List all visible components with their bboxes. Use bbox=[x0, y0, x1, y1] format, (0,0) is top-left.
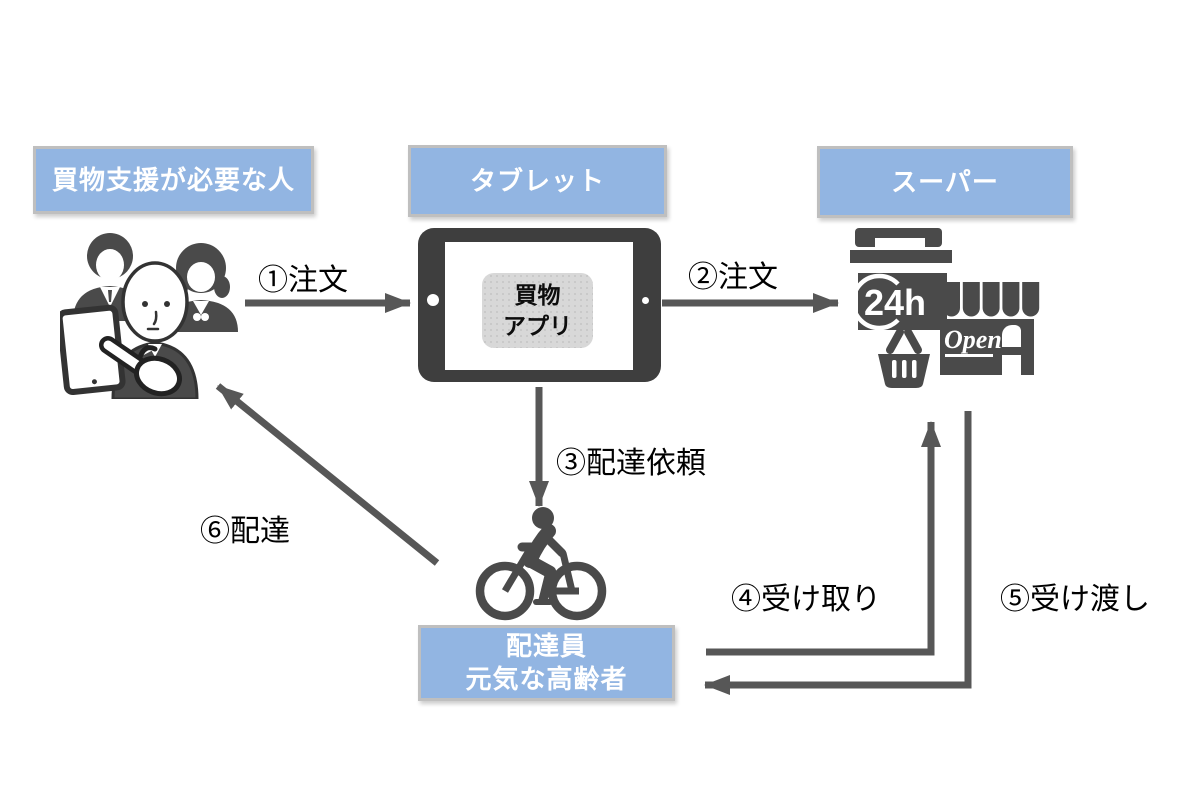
tablet-home-button bbox=[427, 294, 439, 306]
courier-label-line2: 元気な高齢者 bbox=[465, 664, 628, 694]
tablet-camera-dot bbox=[642, 297, 649, 304]
pointing-hand-icon bbox=[99, 336, 182, 397]
bicycle-rider-icon bbox=[475, 507, 607, 621]
rear-wheel bbox=[475, 561, 535, 621]
courier-label-line1: 配達員 bbox=[505, 631, 587, 661]
shopping-app-button: 買物 アプリ bbox=[482, 273, 593, 348]
arrow-6-label: ⑥配達 bbox=[200, 515, 290, 548]
supermarket-store-icon: 24h Open bbox=[850, 228, 1040, 388]
people-group-with-tablet-icon bbox=[60, 233, 238, 399]
bag-lid bbox=[850, 250, 952, 263]
arrow-4-pickup bbox=[706, 421, 941, 656]
fork bbox=[559, 552, 576, 592]
shopping-basket-icon bbox=[878, 328, 930, 388]
node-box-tablet: タブレット bbox=[408, 145, 667, 217]
node-box-customers: 買物支援が必要な人 bbox=[33, 146, 314, 214]
app-label-line1: 買物 bbox=[514, 281, 561, 308]
open-sign-text: Open bbox=[944, 325, 1002, 354]
24h-text: 24h bbox=[864, 282, 926, 323]
24h-sign bbox=[858, 273, 947, 330]
arrow-4-label: ④受け取り bbox=[731, 583, 881, 616]
front-wheel bbox=[547, 561, 607, 621]
tablet-label: タブレット bbox=[469, 166, 605, 196]
store-awning bbox=[943, 282, 1040, 317]
arrow-5-handover bbox=[704, 411, 972, 695]
supermarket-label: スーパー bbox=[891, 167, 999, 197]
arrow-3-label: ③配達依頼 bbox=[556, 447, 706, 480]
node-box-courier: 配達員 元気な高齢者 bbox=[418, 625, 675, 701]
tablet-device-icon: 買物 アプリ bbox=[418, 228, 661, 382]
clock-arc bbox=[850, 273, 900, 331]
arrow-2-label: ②注文 bbox=[688, 261, 778, 294]
store-door bbox=[1002, 325, 1021, 375]
node-box-supermarket: スーパー bbox=[817, 146, 1073, 218]
arrow-6-delivery bbox=[215, 383, 440, 566]
arrow-5-label: ⑤受け渡し bbox=[1000, 583, 1150, 616]
rider-figure bbox=[523, 507, 567, 605]
customers-label: 買物支援が必要な人 bbox=[51, 165, 295, 195]
arrow-1-label: ①注文 bbox=[258, 264, 348, 297]
app-label-line2: アプリ bbox=[503, 312, 572, 339]
